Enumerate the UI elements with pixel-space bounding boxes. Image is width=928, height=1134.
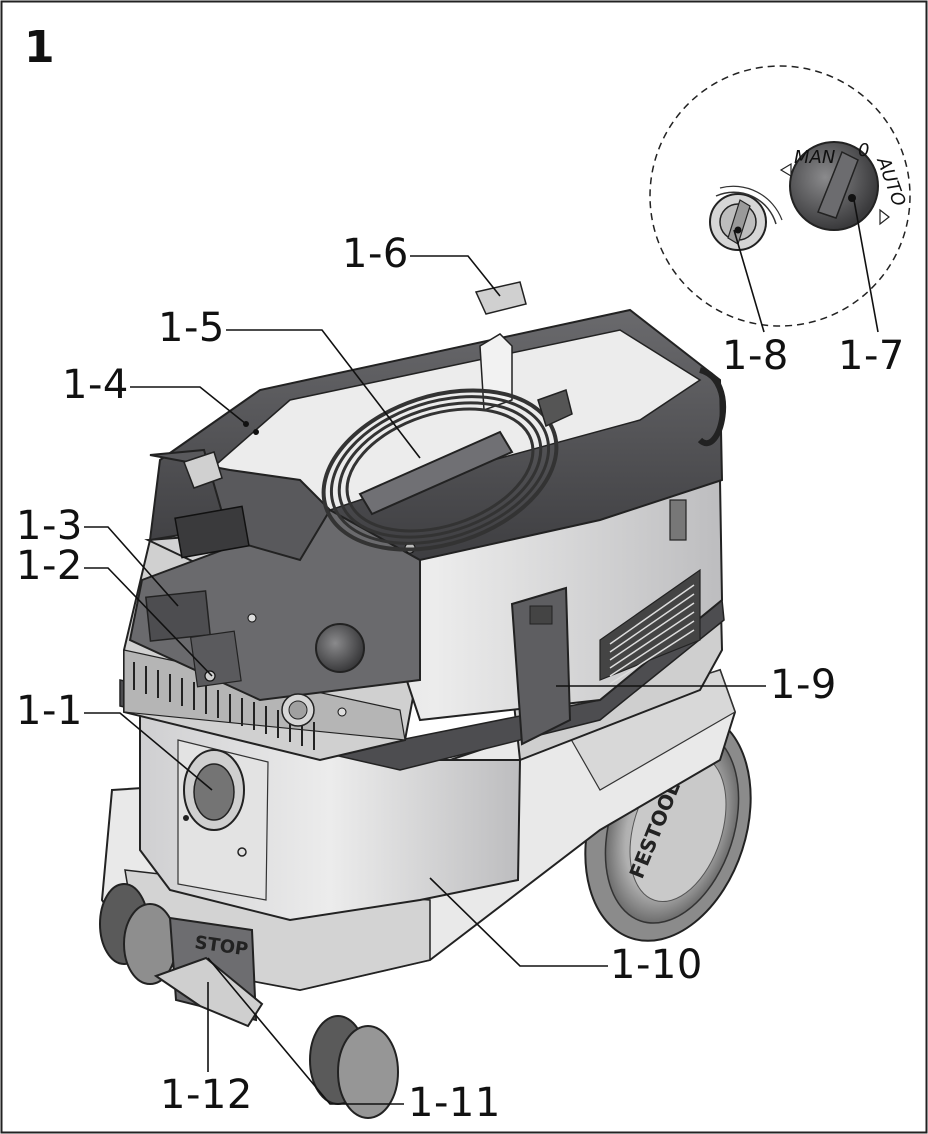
callout-1-5: 1-5 xyxy=(158,305,225,351)
dial-detail-inset: MAN 0 AUTO xyxy=(649,65,911,327)
tool-holder xyxy=(510,586,572,746)
screw-1-2 xyxy=(204,670,216,682)
callout-1-4: 1-4 xyxy=(62,362,129,408)
dial-label-zero: 0 xyxy=(858,140,869,161)
callout-1-9: 1-9 xyxy=(770,662,837,708)
callout-1-7: 1-7 xyxy=(838,333,905,379)
coiled-cable xyxy=(321,388,559,552)
callout-1-10: 1-10 xyxy=(610,942,703,988)
caster-wheels xyxy=(99,883,399,1119)
callout-1-1: 1-1 xyxy=(16,688,83,734)
callout-1-12: 1-12 xyxy=(160,1072,253,1118)
dial-label-man: MAN xyxy=(794,147,835,168)
carry-handle xyxy=(358,430,514,516)
stop-pedal: STOP xyxy=(153,916,264,1028)
callout-1-2: 1-2 xyxy=(16,543,83,589)
figure-number: 1 xyxy=(24,22,55,73)
leader-lines xyxy=(84,199,879,1105)
callout-1-6: 1-6 xyxy=(342,231,409,277)
latch-1-6 xyxy=(474,281,527,315)
plug xyxy=(537,389,573,428)
callout-1-11: 1-11 xyxy=(408,1080,501,1126)
callout-1-8: 1-8 xyxy=(722,333,789,379)
filter-cover xyxy=(145,590,211,642)
callout-1-3: 1-3 xyxy=(16,503,83,549)
